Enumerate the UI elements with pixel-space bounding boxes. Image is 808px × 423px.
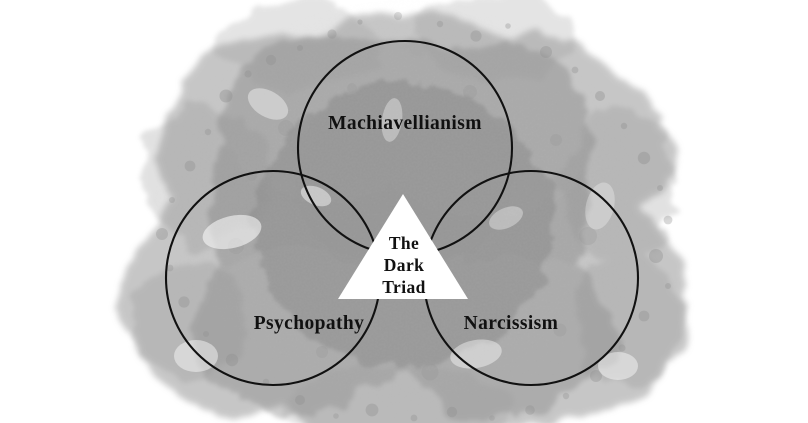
core-label-line-3: Triad [382,277,426,297]
splatter-droplets [156,12,673,422]
core-triangle[interactable] [338,194,468,299]
label-machiavellianism: Machiavellianism [328,113,482,134]
core-label-line-2: Dark [384,255,425,275]
label-narcissism: Narcissism [464,313,559,334]
core-label-line-1: The [389,233,419,253]
core-triangle-label: The Dark Triad [382,233,426,297]
label-psychopathy: Psychopathy [254,313,365,334]
